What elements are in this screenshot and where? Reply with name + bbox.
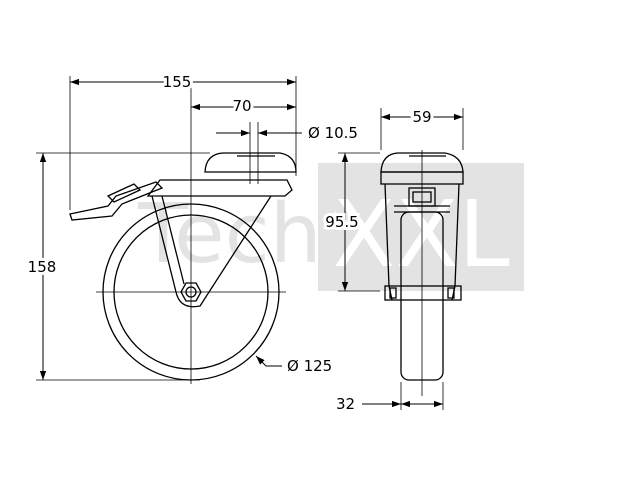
brake-pedal-top [106, 183, 142, 203]
front-cap [380, 152, 464, 173]
side-centerlines [36, 76, 297, 384]
dim-overall-width: 155 [163, 73, 192, 91]
dimension-lines [39, 78, 463, 408]
dim-mount-offset: 70 [232, 97, 251, 115]
fork-leg-inner [161, 195, 185, 285]
front-axle-block [384, 285, 462, 301]
dim-top-width: 59 [412, 108, 431, 126]
brake-pedal [69, 181, 164, 221]
mounting-cap [204, 152, 297, 173]
dimension-labels: 155 70 Ø 10.5 59 95.5 158 Ø 125 32 [25, 70, 435, 413]
dim-wheel-diameter: Ø 125 [287, 357, 332, 375]
front-view [338, 108, 464, 410]
dim-bolt-hole: Ø 10.5 [308, 124, 358, 142]
dim-mount-height: 95.5 [325, 213, 358, 231]
dim-wheel-width: 32 [336, 395, 355, 413]
watermark-word: Tech [137, 187, 322, 282]
side-view [36, 76, 297, 384]
dim-125-leader [255, 355, 282, 367]
watermark-block-text: XXL [332, 181, 509, 288]
dim-overall-height: 158 [28, 258, 57, 276]
